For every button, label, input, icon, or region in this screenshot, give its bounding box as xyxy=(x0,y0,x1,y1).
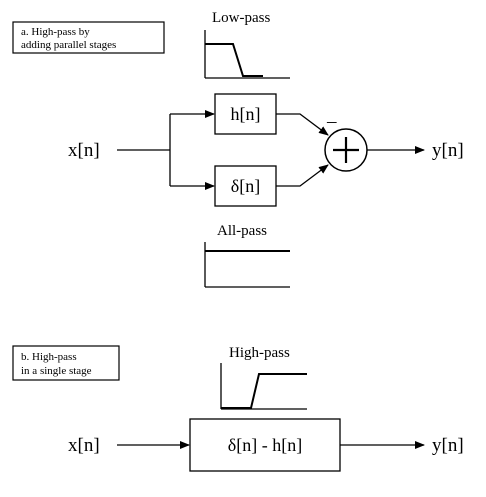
output-label-a: y[n] xyxy=(432,140,464,161)
caption-b-line2: in a single stage xyxy=(21,365,92,377)
input-label-a: x[n] xyxy=(68,140,100,161)
lowpass-label: Low-pass xyxy=(212,10,270,26)
caption-a-line2: adding parallel stages xyxy=(21,39,116,51)
part-a: a. High-pass by adding parallel stages L… xyxy=(12,10,464,288)
part-b: b. High-pass in a single stage High-pass… xyxy=(12,345,464,472)
allpass-response-plot xyxy=(204,242,290,288)
caption-box-a xyxy=(12,21,165,54)
delta-block-label: δ[n] xyxy=(231,176,260,196)
highpass-response-plot xyxy=(220,363,307,410)
allpass-label: All-pass xyxy=(217,223,267,239)
lowpass-response-plot xyxy=(204,30,290,79)
input-split-wires xyxy=(117,110,215,190)
input-label-b: x[n] xyxy=(68,435,100,456)
adder-input-wires xyxy=(276,113,329,187)
adder-plus-icon xyxy=(324,128,368,172)
highpass-label: High-pass xyxy=(229,345,290,361)
highpass-block-label: δ[n] - h[n] xyxy=(228,435,302,455)
caption-b-line1: b. High-pass xyxy=(21,351,77,363)
output-label-b: y[n] xyxy=(432,435,464,456)
caption-a-line1: a. High-pass by xyxy=(21,26,90,38)
h-block-label: h[n] xyxy=(231,104,261,124)
minus-sign: – xyxy=(326,111,337,132)
caption-box-b xyxy=(12,345,120,381)
